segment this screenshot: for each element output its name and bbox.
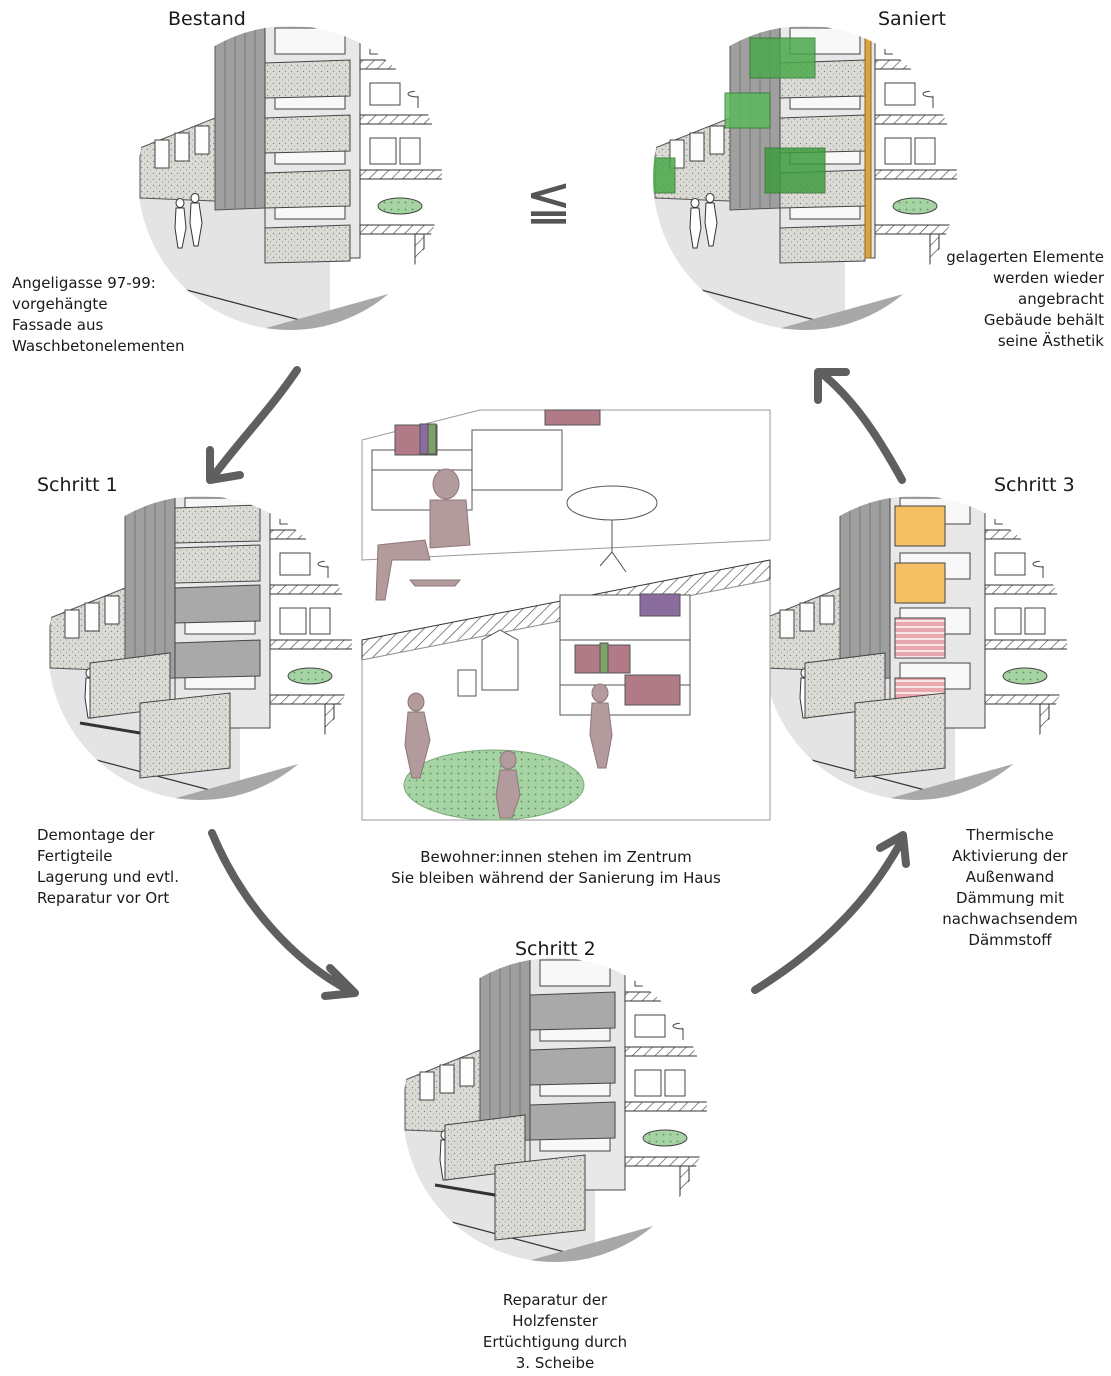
caption-line: Lagerung und evtl. bbox=[37, 868, 179, 886]
arrowhead-2 bbox=[321, 964, 359, 1000]
arrow-schritt3-to-saniert bbox=[816, 368, 906, 484]
arrowhead-1 bbox=[206, 446, 244, 484]
caption-center: Bewohner:innen stehen im Zentrum Sie ble… bbox=[372, 847, 740, 889]
caption-line: Reparatur vor Ort bbox=[37, 889, 170, 907]
arrow-schritt1-to-schritt2 bbox=[208, 829, 356, 996]
caption-line: Holzfenster bbox=[512, 1312, 598, 1330]
caption-line: Fassade aus bbox=[12, 316, 104, 334]
caption-schritt1: Demontage der Fertigteile Lagerung und e… bbox=[37, 825, 179, 909]
title-schritt2: Schritt 2 bbox=[515, 938, 596, 960]
arrowhead-3 bbox=[876, 831, 910, 868]
caption-line: Außenwand bbox=[965, 868, 1055, 886]
caption-line: Dämmstoff bbox=[968, 931, 1052, 949]
title-bestand: Bestand bbox=[168, 8, 246, 30]
caption-line: Fertigteile bbox=[37, 847, 113, 865]
caption-saniert: gelagerten Elemente werden wieder angebr… bbox=[946, 247, 1104, 352]
title-schritt1: Schritt 1 bbox=[37, 474, 118, 496]
caption-line: Aktivierung der bbox=[952, 847, 1068, 865]
schritt3-illustration bbox=[763, 496, 1067, 800]
schritt2-illustration bbox=[403, 958, 707, 1262]
caption-line: Sie bleiben während der Sanierung im Hau… bbox=[391, 869, 721, 887]
saniert-illustration bbox=[653, 26, 957, 330]
caption-line: Gebäude behält bbox=[983, 311, 1104, 329]
central-interior-illustration bbox=[361, 409, 771, 821]
caption-line: Waschbetonelementen bbox=[12, 337, 185, 355]
caption-line: Bewohner:innen stehen im Zentrum bbox=[420, 848, 692, 866]
caption-line: gelagerten Elemente bbox=[946, 248, 1104, 266]
caption-line: werden wieder bbox=[992, 269, 1104, 287]
caption-schritt2: Reparatur der Holzfenster Ertüchtigung d… bbox=[470, 1290, 640, 1374]
caption-line: Reparatur der bbox=[502, 1291, 608, 1309]
caption-line: Ertüchtigung durch bbox=[482, 1333, 628, 1351]
caption-bestand: Angeligasse 97-99: vorgehängte Fassade a… bbox=[12, 273, 185, 357]
caption-line: nachwachsendem bbox=[942, 910, 1078, 928]
arrow-schritt2-to-schritt3 bbox=[751, 836, 906, 994]
caption-line: Demontage der bbox=[37, 826, 155, 844]
title-saniert: Saniert bbox=[878, 8, 946, 30]
schritt1-illustration bbox=[48, 496, 352, 800]
arrowhead-4 bbox=[814, 368, 850, 404]
cycle-arrows bbox=[206, 366, 910, 1000]
caption-line: angebracht bbox=[1018, 290, 1104, 308]
caption-schritt3: Thermische Aktivierung der Außenwand Däm… bbox=[925, 825, 1095, 951]
caption-line: 3. Scheibe bbox=[515, 1354, 595, 1372]
caption-line: Dämmung mit bbox=[956, 889, 1064, 907]
arrow-bestand-to-schritt1 bbox=[208, 366, 301, 482]
caption-line: vorgehängte bbox=[12, 295, 108, 313]
caption-line: Angeligasse 97-99: bbox=[12, 274, 156, 292]
caption-line: seine Ästhetik bbox=[997, 332, 1104, 350]
comparison-symbol: ≦ bbox=[525, 168, 572, 233]
caption-line: Thermische bbox=[966, 826, 1054, 844]
title-schritt3: Schritt 3 bbox=[994, 474, 1075, 496]
